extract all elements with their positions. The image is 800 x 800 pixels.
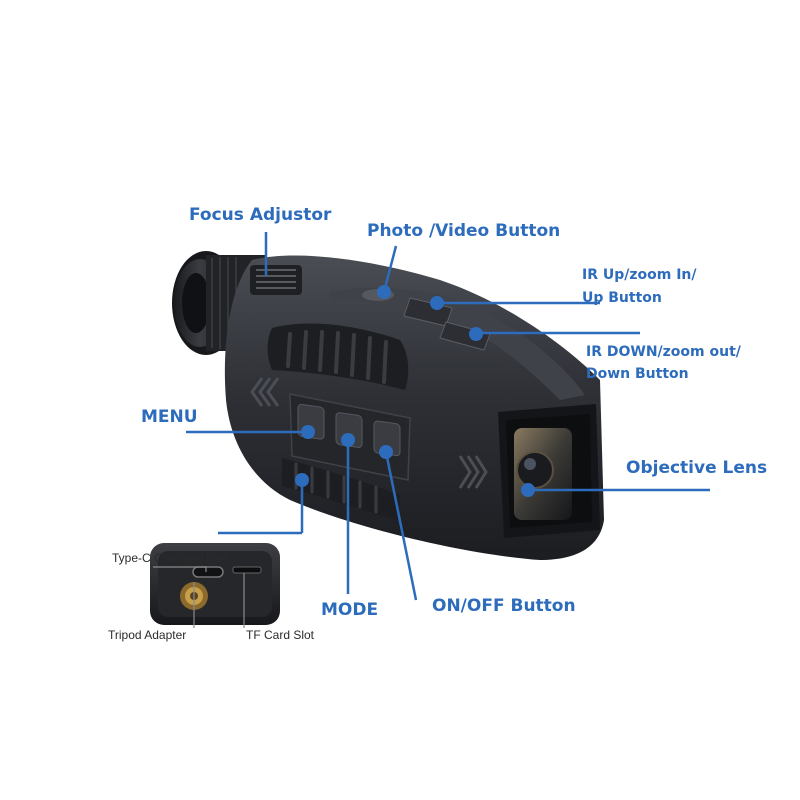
vent-chevrons-left: [250, 377, 280, 407]
ir-up-label-line1: IR Up/zoom In/: [582, 267, 697, 283]
focus-knob: [250, 265, 302, 295]
photo-video-button-label: Photo /Video Button: [367, 221, 561, 241]
on-off-button-label: ON/OFF Button: [432, 596, 576, 616]
objective-lens-label: Objective Lens: [626, 458, 768, 478]
inset-leader-lines: [153, 566, 245, 628]
leader-dots: [295, 285, 535, 497]
grip-panel: [267, 323, 409, 520]
menu-label: MENU: [141, 407, 198, 427]
eyepiece: [172, 251, 266, 355]
usb-c-port: [192, 566, 224, 578]
tf-card-slot: [232, 566, 262, 574]
ir-down-label-line1: IR DOWN/zoom out/: [586, 344, 741, 360]
tf-card-slot-label: TF Card Slot: [246, 628, 315, 642]
leader-lines: [186, 232, 710, 601]
mode-label: MODE: [321, 600, 379, 620]
type-c-port-label: Type-C Charging Port: [112, 551, 229, 565]
objective-lens-housing: [498, 404, 600, 538]
tripod-adapter-label: Tripod Adapter: [108, 628, 187, 642]
ir-down-label-line2: Down Button: [586, 366, 689, 382]
focus-adjustor-label: Focus Adjustor: [189, 205, 332, 225]
ir-up-label-line2: Up Button: [582, 290, 662, 306]
vent-chevrons-right: [458, 455, 488, 489]
